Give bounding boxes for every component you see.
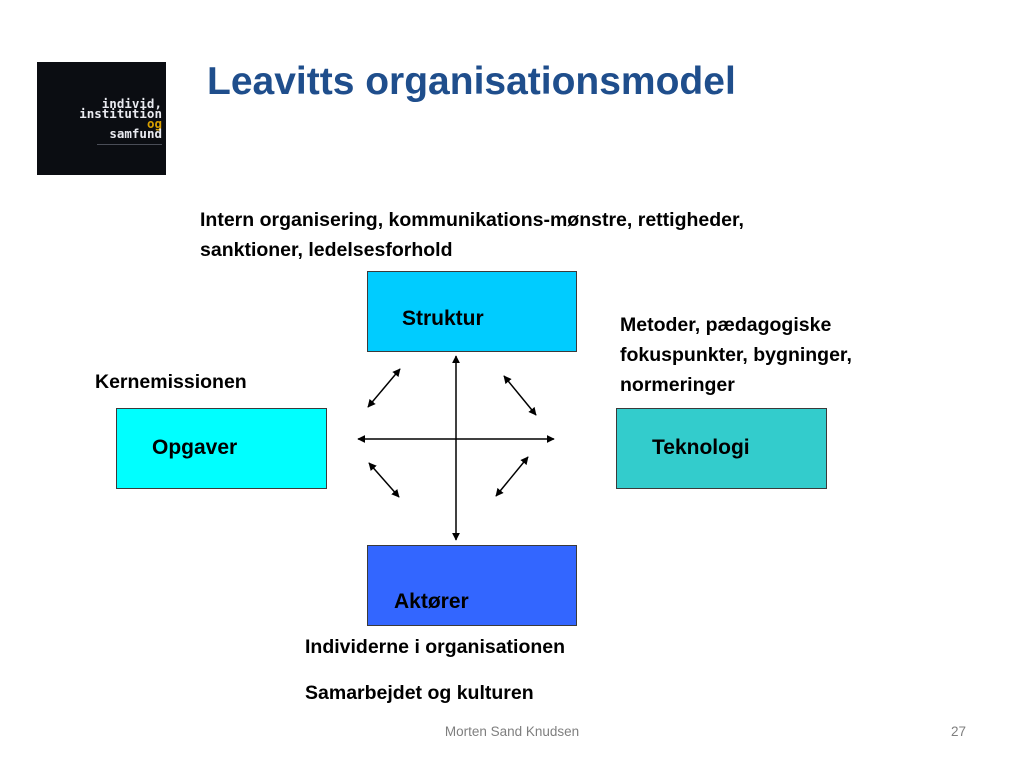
aktoerer-annotation-line-2: Samarbejdet og kulturen bbox=[305, 682, 534, 704]
page-number: 27 bbox=[950, 724, 966, 739]
diagonal-arrow-top-left bbox=[367, 368, 401, 408]
opgaver-box-label: Opgaver bbox=[152, 436, 238, 459]
book-cover-title-line: og bbox=[146, 116, 162, 131]
diagonal-arrow-top-right bbox=[503, 375, 537, 416]
aktoerer-annotation-line-1: Individerne i organisationen bbox=[305, 636, 566, 658]
teknologi-annotation-line-2: fokuspunkter, bygninger, bbox=[620, 344, 852, 366]
struktur-box: Struktur bbox=[367, 271, 577, 352]
opgaver-box: Opgaver bbox=[116, 408, 327, 489]
teknologi-annotation-line-3: normeringer bbox=[620, 374, 735, 396]
book-cover-title-line: samfund bbox=[109, 126, 162, 141]
slide-title: Leavitts organisationsmodel bbox=[207, 60, 736, 103]
teknologi-box: Teknologi bbox=[616, 408, 827, 489]
struktur-annotation-line-2: sanktioner, ledelsesforhold bbox=[200, 239, 453, 261]
book-cover-title-line: institution bbox=[79, 106, 162, 121]
struktur-annotation-line-1: Intern organisering, kommunikations-møns… bbox=[200, 209, 744, 231]
struktur-box-label: Struktur bbox=[402, 307, 484, 330]
book-cover-rule bbox=[97, 144, 162, 145]
opgaver-annotation: Kernemissionen bbox=[95, 371, 247, 393]
diagonal-arrow-bottom-left bbox=[368, 462, 400, 498]
diagonal-arrow-bottom-right bbox=[495, 456, 529, 497]
teknologi-annotation-line-1: Metoder, pædagogiske bbox=[620, 314, 832, 336]
aktoerer-box-label: Aktører bbox=[394, 590, 469, 613]
aktoerer-box: Aktører bbox=[367, 545, 577, 626]
teknologi-box-label: Teknologi bbox=[652, 436, 750, 459]
footer-author: Morten Sand Knudsen bbox=[444, 724, 580, 739]
book-cover-image: individ, institution og samfund bbox=[37, 62, 166, 175]
book-cover-title-line: individ, bbox=[101, 96, 162, 111]
